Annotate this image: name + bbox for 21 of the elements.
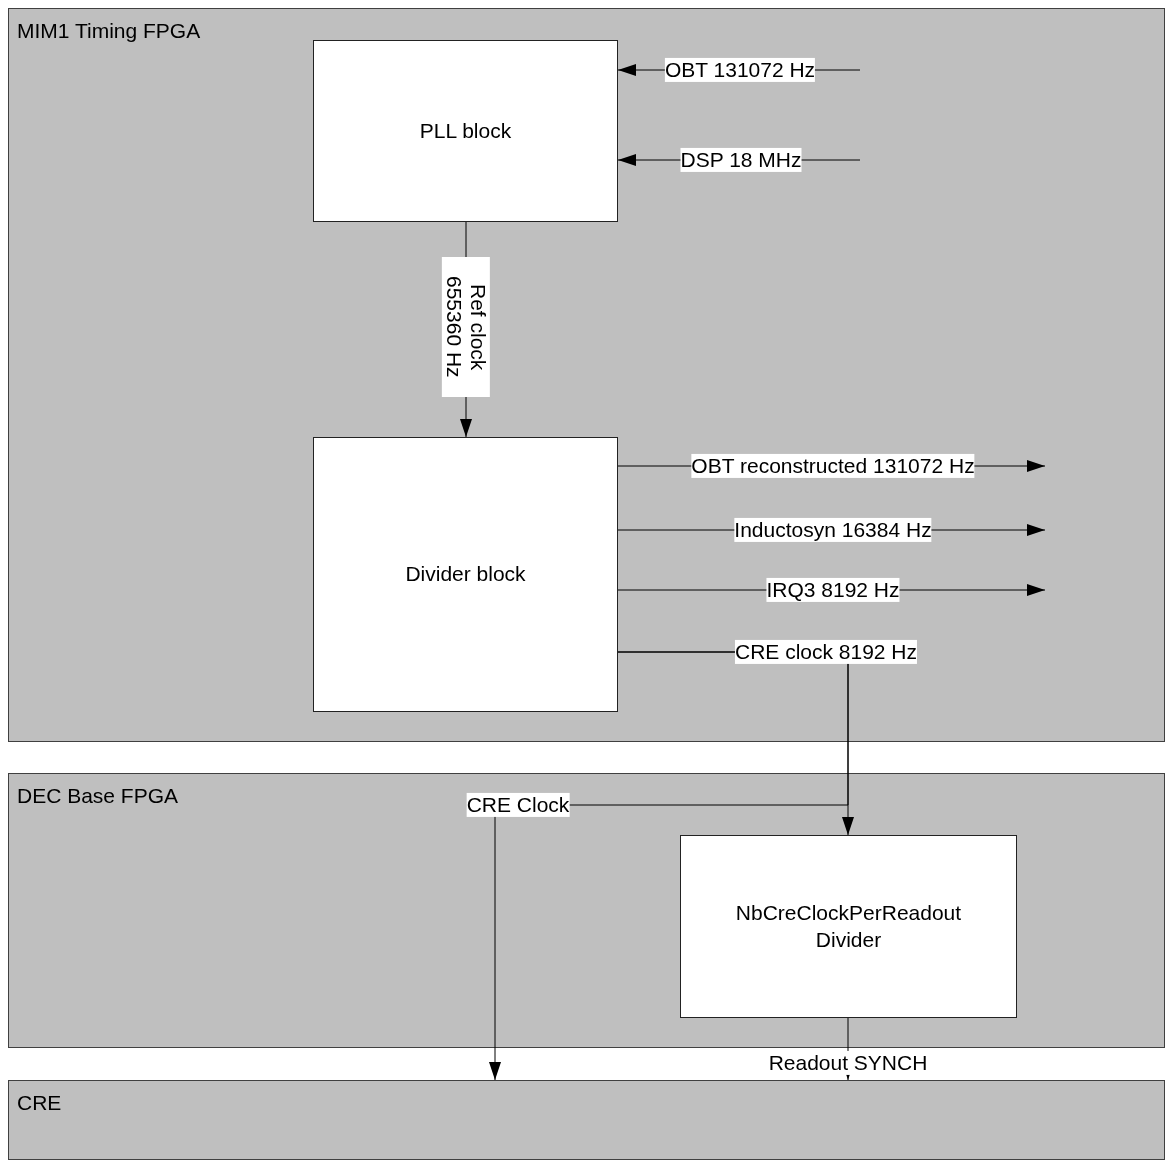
edge-label: IRQ3 8192 Hz: [766, 577, 900, 603]
band-title: MIM1 Timing FPGA: [17, 19, 201, 43]
edge-label: CRE Clock: [466, 792, 570, 818]
band-title: DEC Base FPGA: [17, 784, 179, 808]
block-box: [680, 835, 1017, 1018]
fpga-band: [8, 773, 1165, 1048]
band-title: CRE: [17, 1091, 62, 1115]
fpga-band: [8, 8, 1165, 742]
edge-label: OBT reconstructed 131072 Hz: [691, 453, 975, 479]
fpga-band: [8, 1080, 1165, 1160]
block-label: NbCreClockPerReadout Divider: [734, 900, 963, 953]
edge-label: Ref clock 655360 Hz: [441, 257, 491, 397]
block-box: [313, 437, 618, 712]
edge-label: Inductosyn 16384 Hz: [734, 517, 932, 543]
edge-label: DSP 18 MHz: [680, 147, 802, 173]
edge-label: OBT 131072 Hz: [664, 57, 816, 83]
block-box: [313, 40, 618, 222]
block-label: PLL block: [418, 117, 513, 144]
block-label: Divider block: [404, 561, 527, 588]
edge-label: Readout SYNCH: [768, 1050, 928, 1076]
edge-label: CRE clock 8192 Hz: [734, 639, 918, 665]
